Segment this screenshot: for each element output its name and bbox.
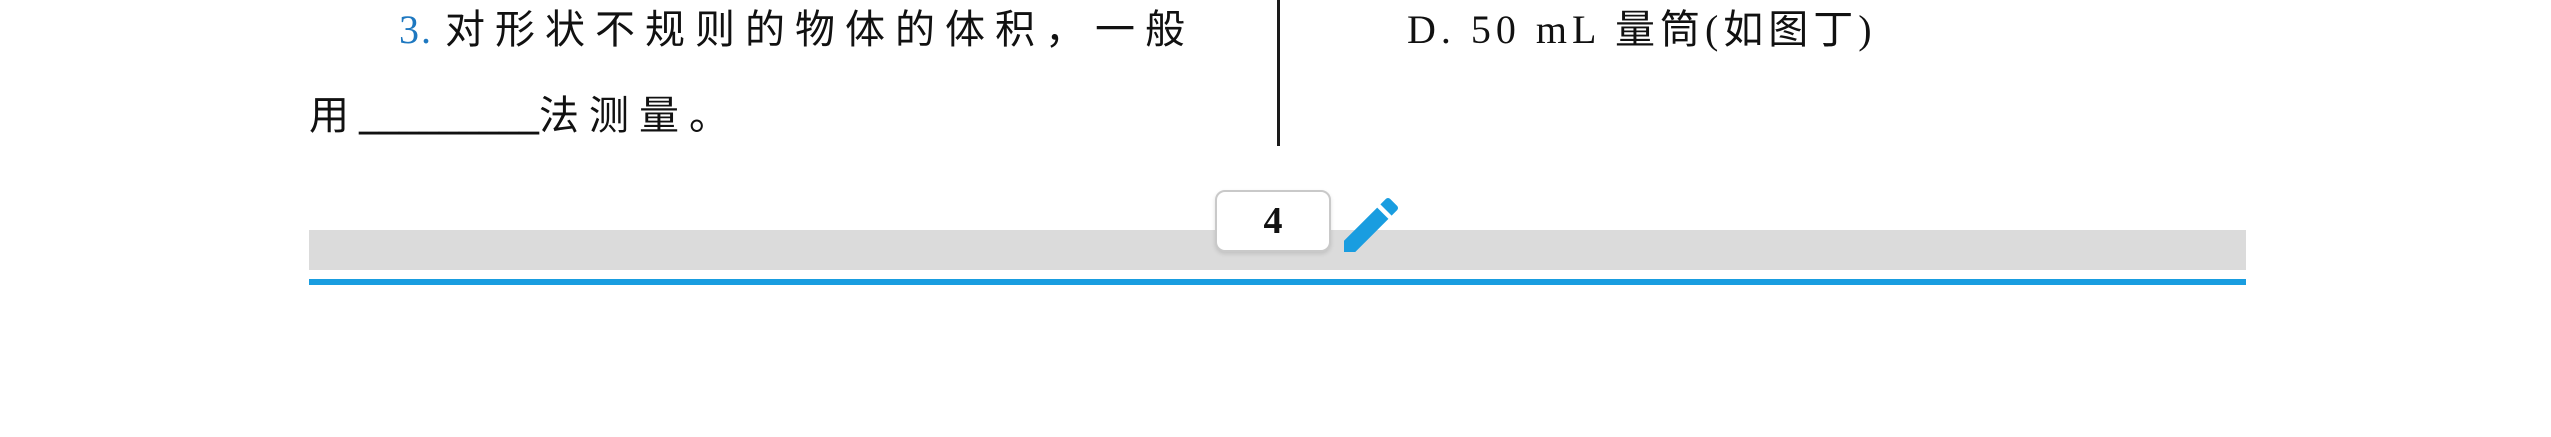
question-3-line2: 用_________法测量。: [309, 92, 739, 140]
page-number-badge[interactable]: 4: [1215, 190, 1331, 252]
question-number: 3.: [399, 7, 433, 52]
question-3-line2-suffix: 法测量。: [539, 93, 739, 138]
question-3-line2-prefix: 用: [309, 93, 359, 138]
question-3-line1: 3. 对形状不规则的物体的体积，一般: [399, 6, 1195, 54]
option-d-text: D. 50 mL 量筒(如图丁): [1407, 7, 1877, 52]
column-divider: [1277, 0, 1280, 146]
pen-icon[interactable]: [1335, 188, 1407, 262]
question-3-text: 对形状不规则的物体的体积，一般: [445, 7, 1195, 52]
fill-in-blank: _________: [359, 93, 539, 138]
page-number: 4: [1263, 200, 1283, 242]
footer-accent-line: [309, 279, 2246, 285]
